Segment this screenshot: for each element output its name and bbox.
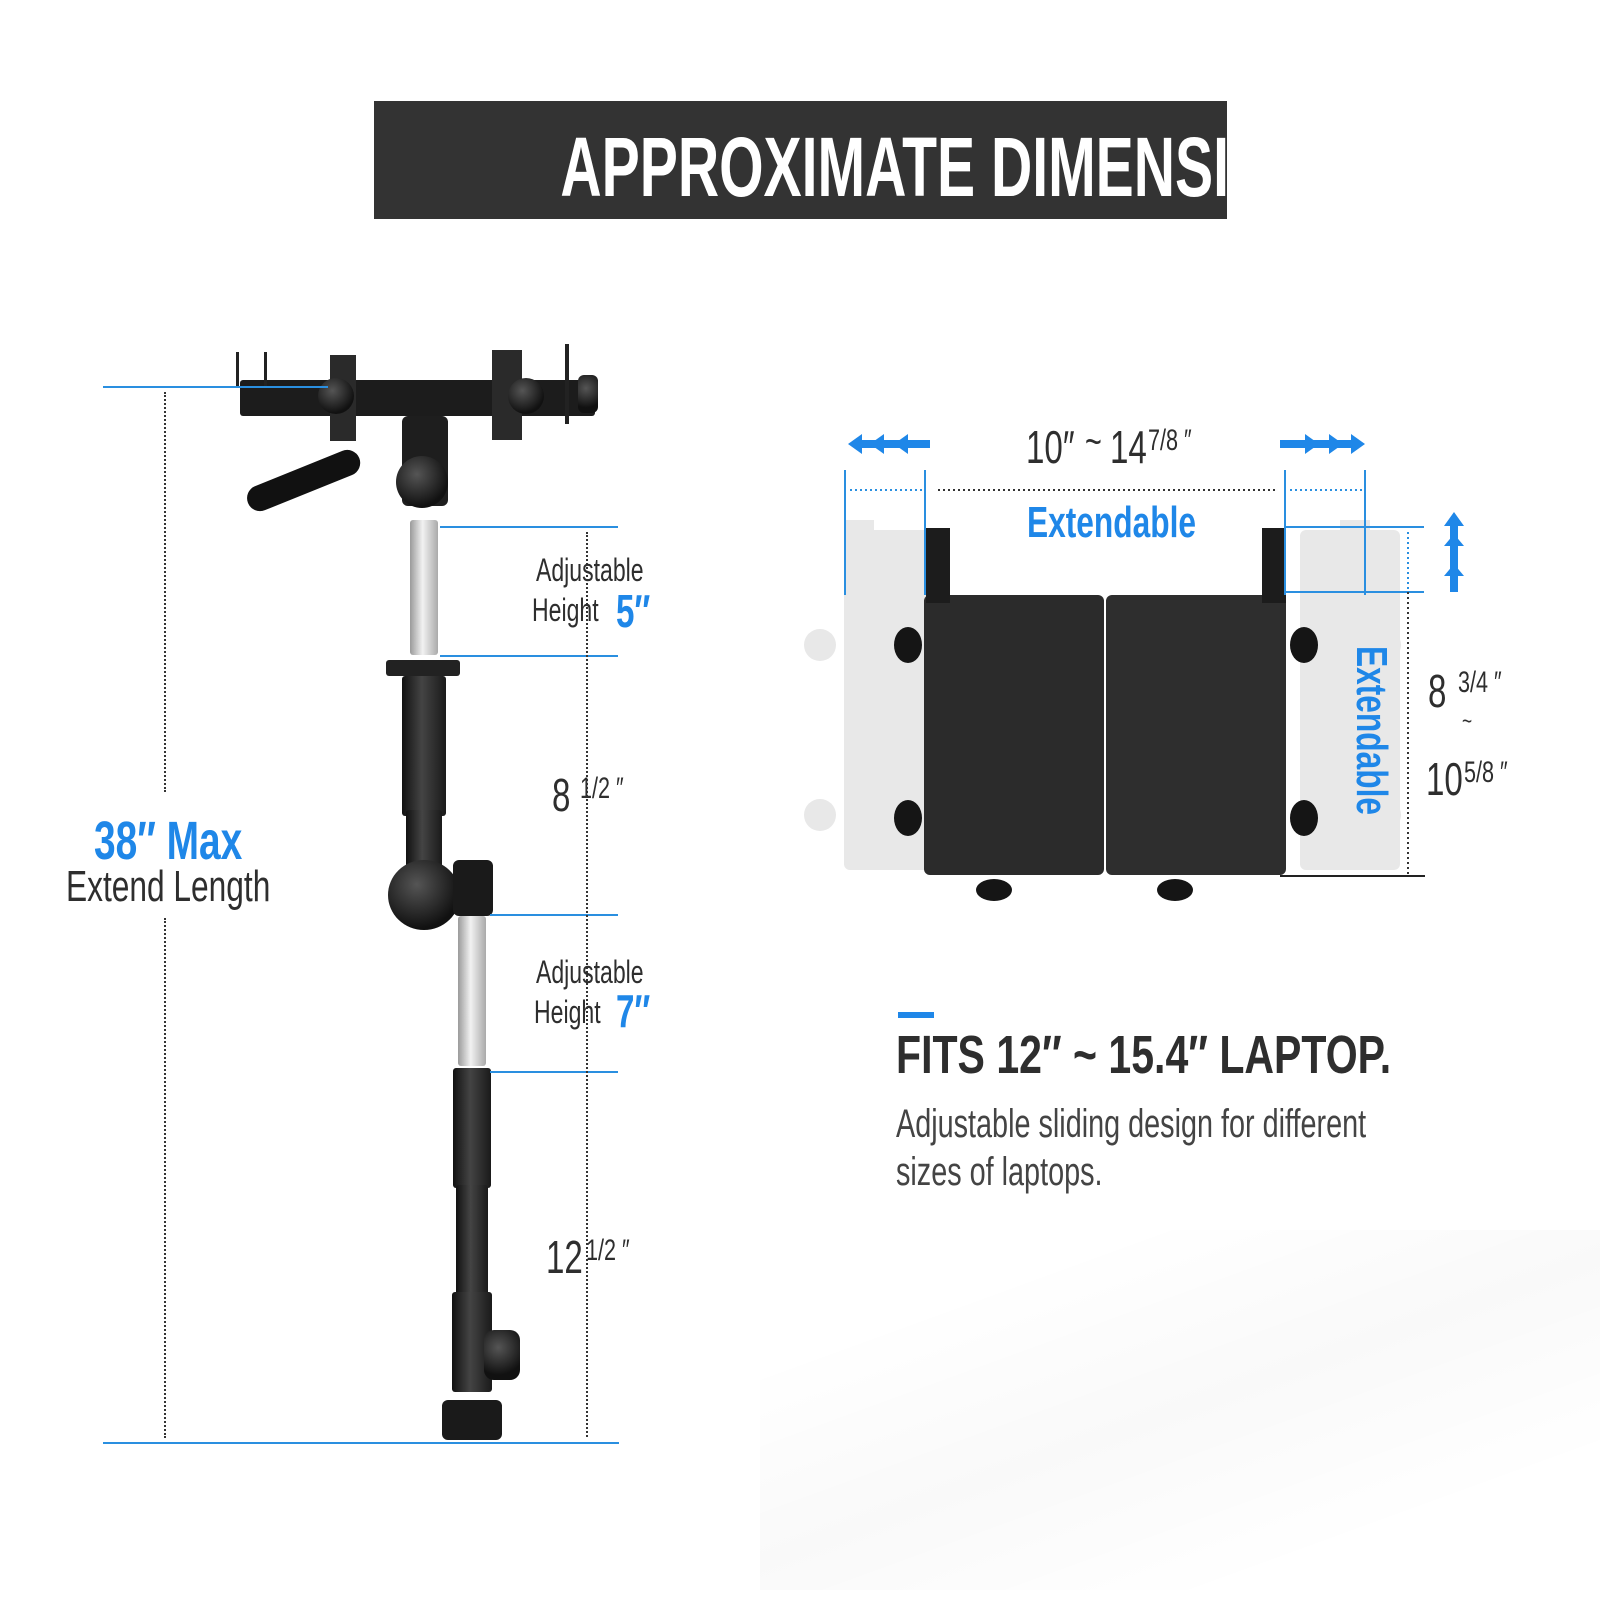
accent-bar — [898, 1012, 934, 1018]
title-banner: APPROXIMATE DIMENSIONS — [374, 101, 1353, 219]
vertical-extendable-label: Extendable — [1347, 646, 1396, 816]
segment-guide — [586, 532, 588, 1437]
handle — [243, 445, 365, 516]
horizontal-extendable-label: Extendable — [1027, 498, 1197, 547]
background-watermark — [760, 1230, 1600, 1590]
feature-title: FITS 12″ ~ 15.4″ LAPTOP. — [896, 1025, 1392, 1085]
segment-adjustable-7: Adjustable — [536, 954, 644, 990]
laptop-tray-illustration — [804, 434, 1464, 901]
max-length-caption: Extend Length — [66, 862, 271, 911]
max-length-guide — [164, 392, 166, 792]
tray-width-label: 10″ — [1026, 421, 1075, 473]
segment-adjustable-5: Adjustable — [536, 552, 644, 588]
knob-icon — [318, 378, 354, 414]
feature-description: Adjustable sliding design for different — [896, 1102, 1367, 1146]
segment-12-1-2: 12 — [546, 1231, 583, 1283]
dimension-line-top — [103, 386, 328, 388]
tray-height-label: 8 — [1428, 665, 1447, 717]
dimension-line-bottom — [103, 1442, 619, 1444]
max-length-label: 38″ Max — [94, 811, 243, 871]
page-title: APPROXIMATE DIMENSIONS — [560, 120, 1353, 214]
segment-8-1-2: 8 — [552, 769, 571, 821]
knob-icon — [508, 378, 544, 414]
